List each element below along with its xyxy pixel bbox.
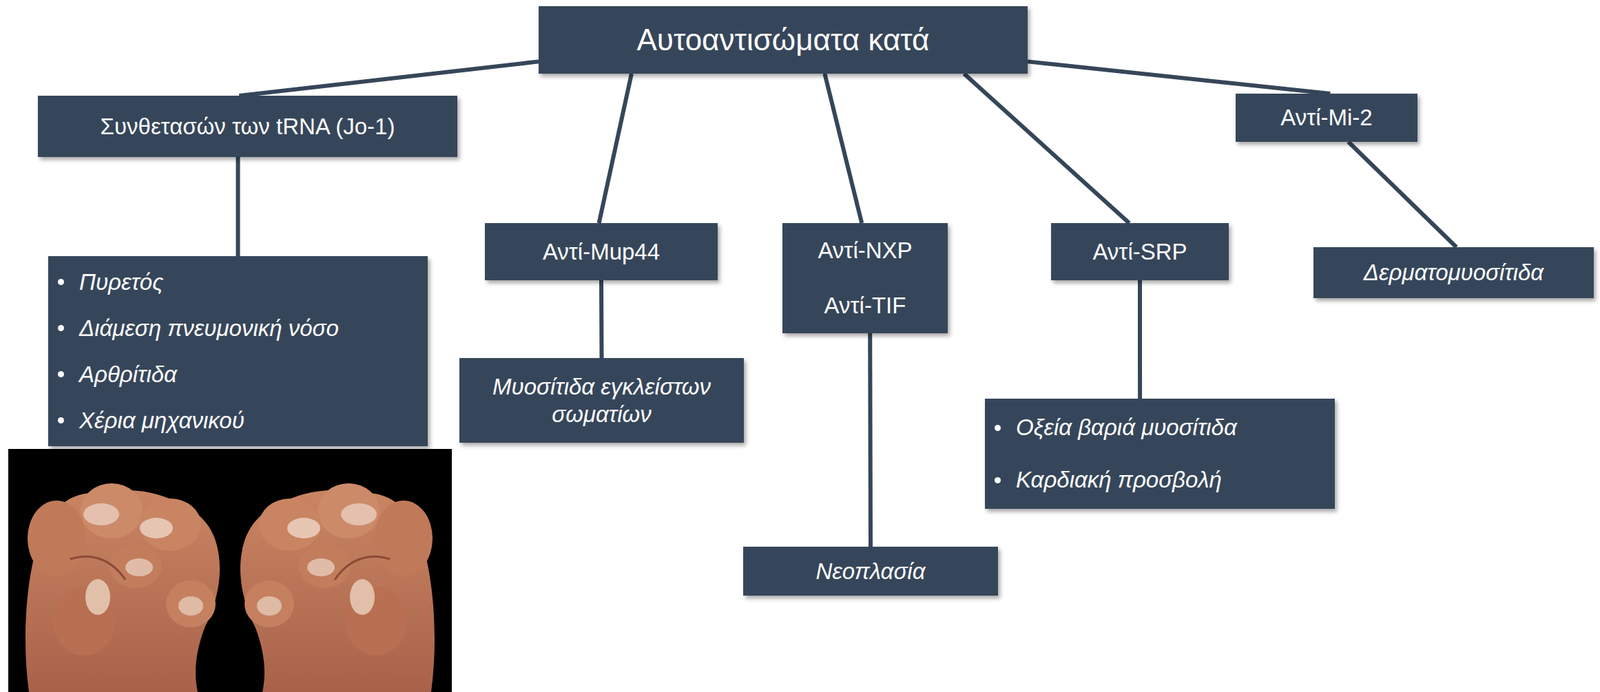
root-box: Αυτοαντισώματα κατά (538, 6, 1028, 74)
bullet-row: Οξεία βαριά μυοσίτιδα (994, 401, 1238, 454)
connector (1348, 141, 1457, 248)
node-label: Συνθετασών των tRNA (Jo-1) (100, 112, 396, 141)
bullet-dot (57, 278, 65, 286)
node-label: Αντί-SRP (1092, 238, 1187, 266)
bullet-row: Καρδιακή προσβολή (994, 453, 1222, 507)
bullet-dot (994, 477, 1001, 484)
antibody-box: Αντί-NXP Αντί-TIF (782, 223, 948, 334)
connector (964, 73, 1130, 224)
mechanic-hands-photo (8, 449, 452, 692)
bullet-dot (57, 371, 65, 378)
node-label: Αντί-TIF (824, 292, 907, 320)
node-label: Αντί-Mup44 (542, 238, 660, 266)
connector (1137, 280, 1142, 399)
bullet-text: Καρδιακή προσβολή (1015, 466, 1222, 494)
feature-list-box: Οξεία βαριά μυοσίτιδαΚαρδιακή προσβολή (984, 398, 1335, 509)
antibody-box: Αντί-Mi-2 (1235, 93, 1418, 142)
bullet-row: Χέρια μηχανικού (57, 397, 245, 444)
connector (599, 280, 605, 359)
bullet-text: Χέρια μηχανικού (79, 407, 245, 435)
node-label: Δερματομυοσίτιδα (1363, 258, 1544, 287)
node-label: Αυτοαντισώματα κατά (636, 22, 930, 59)
antibody-box: Αντί-Mup44 (484, 223, 718, 281)
connector (599, 73, 632, 224)
node-label: Νεοπλασία (816, 557, 926, 586)
antibody-box: Αντί-SRP (1051, 223, 1229, 281)
node-label: Αντί-NXP (817, 236, 912, 265)
connector (867, 333, 873, 547)
bullet-text: Αρθρίτιδα (79, 360, 178, 389)
bullet-text: Πυρετός (79, 268, 164, 297)
bullet-row: Αρθρίτιδα (57, 351, 178, 398)
disease-box: Νεοπλασία (743, 546, 999, 596)
connector (239, 61, 539, 96)
connector (235, 157, 240, 257)
bullet-dot (994, 424, 1001, 432)
bullet-text: Οξεία βαριά μυοσίτιδα (1015, 413, 1238, 442)
connector (1027, 61, 1331, 94)
disease-box: Μυοσίτιδα εγκλείστων σωματίων (459, 358, 744, 443)
node-label: Αντί-Mi-2 (1280, 104, 1373, 132)
bullet-text: Διάμεση πνευμονική νόσο (79, 314, 339, 343)
antibody-box: Συνθετασών των tRNA (Jo-1) (37, 95, 458, 158)
bullet-dot (57, 325, 65, 332)
node-label: Μυοσίτιδα εγκλείστων σωματίων (471, 373, 732, 428)
bullet-dot (57, 417, 65, 424)
feature-list-box: ΠυρετόςΔιάμεση πνευμονική νόσοΑρθρίτιδαΧ… (48, 256, 428, 447)
bullet-row: Διάμεση πνευμονική νόσο (57, 305, 339, 352)
bullet-row: Πυρετός (57, 258, 164, 306)
disease-box: Δερματομυοσίτιδα (1313, 247, 1594, 299)
connector (824, 73, 862, 224)
